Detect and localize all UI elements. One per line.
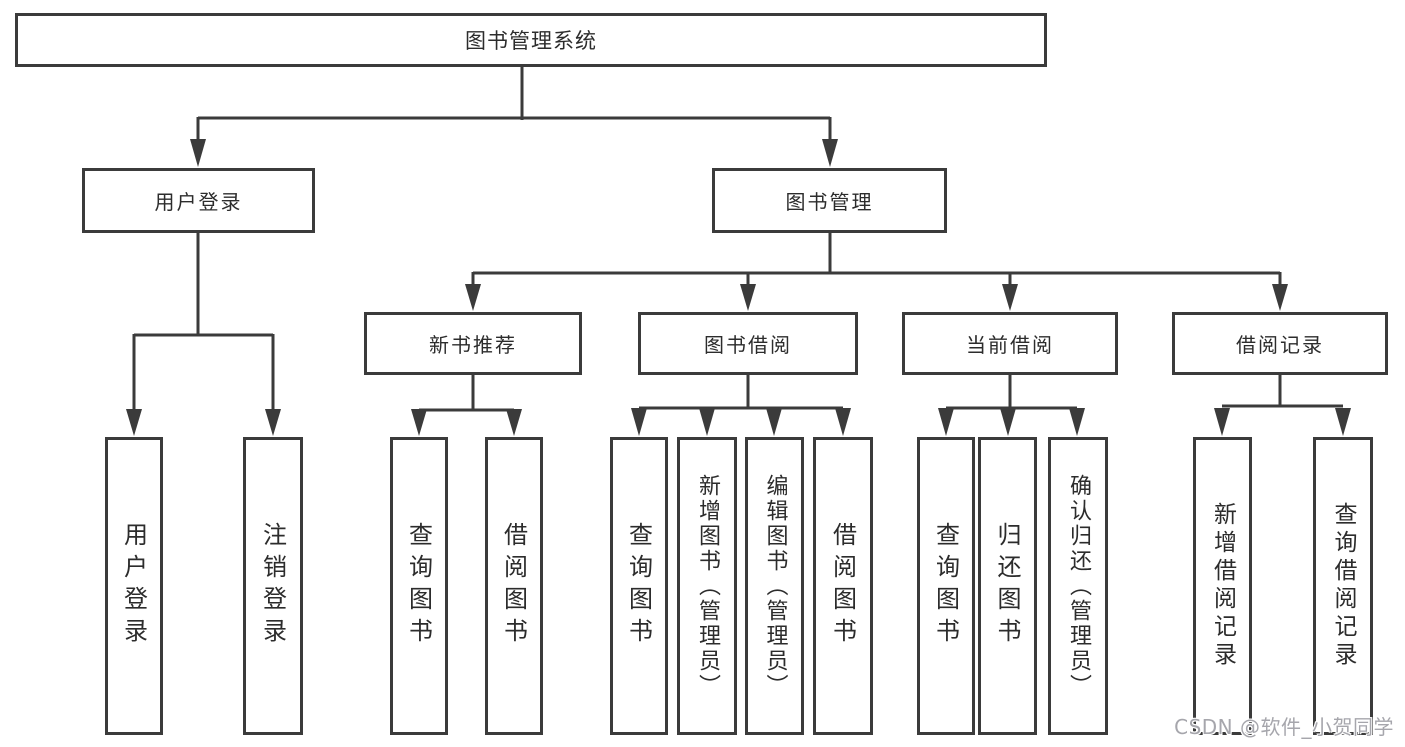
node-library-system: 图书管理系统 bbox=[15, 13, 1047, 67]
leaf-user-login: 用户登录 bbox=[105, 437, 163, 735]
leaf-borrow-books-recommend: 借阅图书 bbox=[485, 437, 543, 735]
leaf-confirm-return-admin: 确认归还（管理员） bbox=[1048, 437, 1108, 735]
leaf-borrow-books-borrowing: 借阅图书 bbox=[813, 437, 873, 735]
leaf-query-borrow-record: 查询借阅记录 bbox=[1313, 437, 1373, 735]
csdn-watermark: CSDN @软件_小贺同学 bbox=[1174, 715, 1394, 739]
node-user-login: 用户登录 bbox=[82, 168, 315, 233]
leaf-add-books-admin: 新增图书（管理员） bbox=[677, 437, 737, 735]
node-book-borrowing: 图书借阅 bbox=[638, 312, 858, 375]
leaf-query-books-recommend: 查询图书 bbox=[390, 437, 448, 735]
leaf-query-books-current: 查询图书 bbox=[917, 437, 975, 735]
leaf-logout-login: 注销登录 bbox=[243, 437, 303, 735]
node-current-borrowing: 当前借阅 bbox=[902, 312, 1118, 375]
node-borrow-records: 借阅记录 bbox=[1172, 312, 1388, 375]
leaf-return-books: 归还图书 bbox=[978, 437, 1037, 735]
leaf-edit-books-admin: 编辑图书（管理员） bbox=[745, 437, 804, 735]
leaf-query-books-borrowing: 查询图书 bbox=[610, 437, 668, 735]
leaf-add-borrow-record: 新增借阅记录 bbox=[1193, 437, 1252, 735]
node-new-book-recommend: 新书推荐 bbox=[364, 312, 582, 375]
node-book-management: 图书管理 bbox=[712, 168, 947, 233]
